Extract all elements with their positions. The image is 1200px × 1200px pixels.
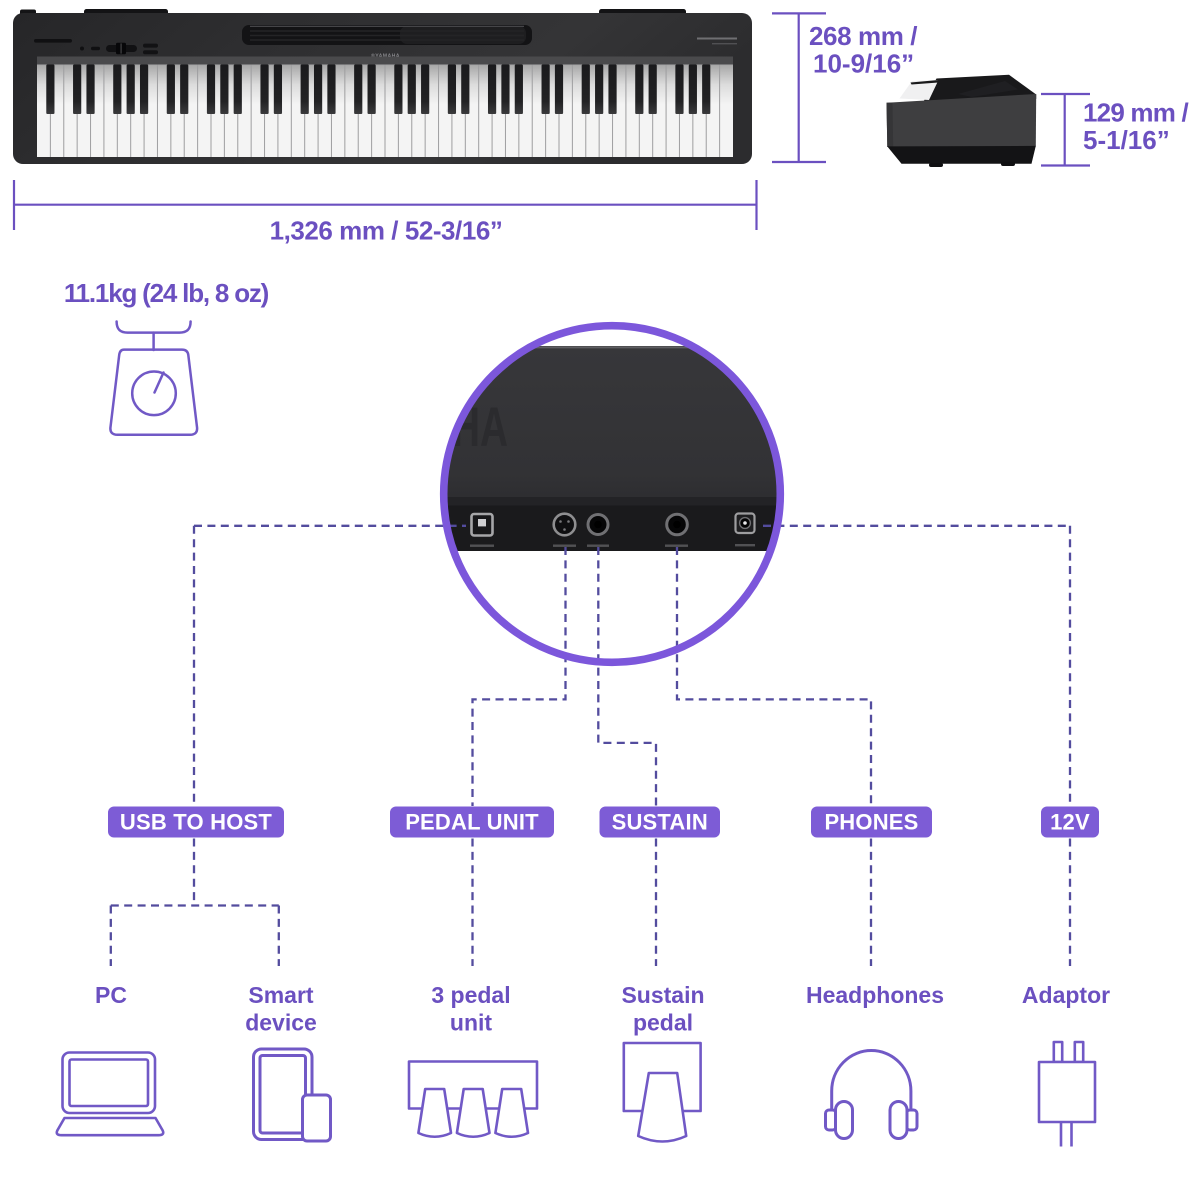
svg-text:268 mm /: 268 mm / <box>809 21 917 51</box>
svg-text:1,326 mm / 52-3/16”: 1,326 mm / 52-3/16” <box>270 216 503 246</box>
svg-text:PHONES: PHONES <box>824 810 918 835</box>
svg-text:12V: 12V <box>1050 810 1090 835</box>
svg-text:®YAMAHA: ®YAMAHA <box>371 53 400 60</box>
svg-text:PEDAL UNIT: PEDAL UNIT <box>405 810 539 835</box>
svg-text:5-1/16”: 5-1/16” <box>1083 125 1170 155</box>
svg-text:Adaptor: Adaptor <box>1022 982 1110 1008</box>
svg-text:pedal: pedal <box>633 1010 693 1036</box>
svg-text:Headphones: Headphones <box>806 982 944 1008</box>
svg-text:device: device <box>245 1010 317 1036</box>
svg-text:SUSTAIN: SUSTAIN <box>612 810 708 835</box>
svg-text:11.1kg (24 lb, 8 oz): 11.1kg (24 lb, 8 oz) <box>64 278 269 308</box>
svg-text:129 mm /: 129 mm / <box>1083 98 1188 128</box>
svg-text:unit: unit <box>450 1010 492 1036</box>
svg-text:Sustain: Sustain <box>621 982 704 1008</box>
svg-text:PC: PC <box>95 982 127 1008</box>
svg-text:Smart: Smart <box>248 982 314 1008</box>
svg-text:10-9/16”: 10-9/16” <box>813 49 914 79</box>
svg-text:3 pedal: 3 pedal <box>431 982 510 1008</box>
svg-text:USB TO HOST: USB TO HOST <box>120 810 273 835</box>
